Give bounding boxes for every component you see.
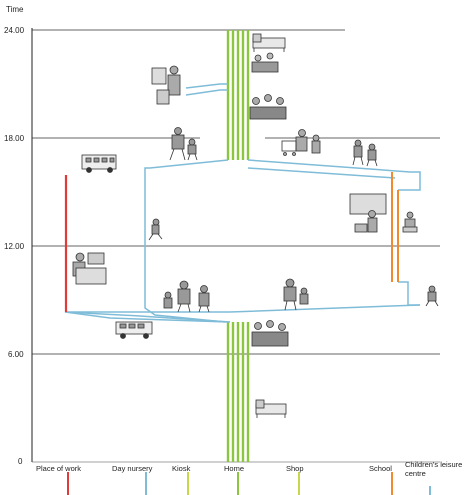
adults-children-walking-icon <box>163 280 210 313</box>
family-shopping-icon <box>283 278 309 311</box>
dinner-family-icon <box>249 94 287 120</box>
office-worker-icon <box>72 252 107 285</box>
bus-icon <box>81 154 117 173</box>
location-label-kiosk: Kiosk <box>172 464 191 473</box>
location-label-home: Home <box>224 464 244 473</box>
tick-label-12: 12.00 <box>4 242 25 251</box>
children-walking-icon <box>352 139 378 167</box>
tick-label-18: 18.00 <box>4 134 25 143</box>
tick-label-6: 6.00 <box>8 350 24 359</box>
school-path <box>391 172 399 282</box>
bed-icon <box>252 33 286 52</box>
table-family-icon <box>251 52 279 73</box>
tick-label-0: 0 <box>18 457 23 466</box>
bed-sleeping-icon <box>255 399 287 418</box>
child-skating-icon <box>425 285 439 307</box>
shopping-trolley-icon <box>281 129 321 156</box>
home-paths <box>226 30 250 462</box>
leisure-label-line: Children's leisure <box>405 460 462 469</box>
walking-adult-child-icon <box>169 127 198 161</box>
location-label-nursery: Day nursery <box>112 464 153 473</box>
adult-reading-child-icon <box>151 65 181 105</box>
location-label-work: Place of work <box>36 464 81 473</box>
leisure-label-line: centre <box>405 469 426 478</box>
breakfast-family-icon <box>251 320 289 347</box>
car-icon <box>115 321 153 339</box>
classroom-teacher-icon <box>349 193 387 233</box>
child-running-icon <box>148 218 163 241</box>
location-label-leisure: Children's leisure centre <box>405 460 464 478</box>
location-stubs <box>67 472 431 495</box>
location-label-shop: Shop <box>286 464 304 473</box>
time-gridlines <box>32 29 440 355</box>
location-label-school: School <box>369 464 392 473</box>
child-desk-icon <box>402 211 418 233</box>
tick-label-24: 24.00 <box>4 26 25 35</box>
axis-title: Time <box>6 5 24 14</box>
